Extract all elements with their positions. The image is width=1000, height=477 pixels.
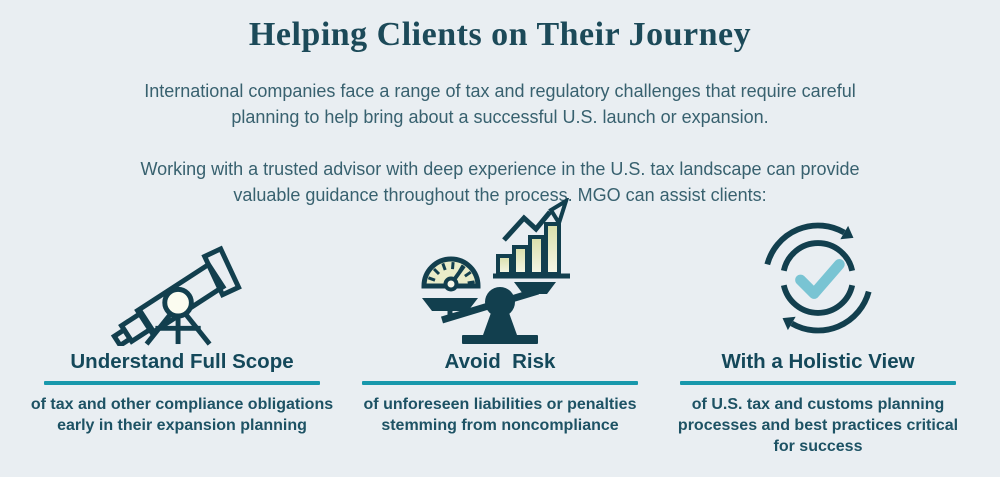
column-heading: Understand Full Scope — [70, 350, 294, 374]
column-description: of unforeseen liabilities or penalties s… — [363, 396, 637, 435]
column-avoid-risk: Avoid Risk of unforeseen liabilities or … — [362, 198, 638, 457]
accent-divider — [362, 381, 638, 386]
intro-paragraph-1: International companies face a range of … — [144, 81, 856, 128]
page-title: Helping Clients on Their Journey — [248, 16, 752, 53]
column-heading: With a Holistic View — [721, 350, 915, 374]
column-holistic-view: With a Holistic View of U.S. tax and cus… — [678, 212, 958, 457]
accent-divider — [44, 381, 320, 386]
column-understand-full-scope: Understand Full Scope of tax and other c… — [31, 212, 333, 457]
column-description: of tax and other compliance obligations … — [30, 396, 334, 435]
feature-columns: Understand Full Scope of tax and other c… — [0, 198, 1000, 457]
circular-arrows-check-icon — [750, 212, 886, 346]
intro-paragraph-2: Working with a trusted advisor with deep… — [140, 159, 860, 206]
column-heading: Avoid Risk — [444, 350, 556, 374]
column-description: of U.S. tax and customs planning process… — [677, 396, 959, 455]
telescope-icon — [103, 212, 261, 347]
balance-scale-icon — [400, 198, 600, 346]
accent-divider — [680, 381, 956, 386]
